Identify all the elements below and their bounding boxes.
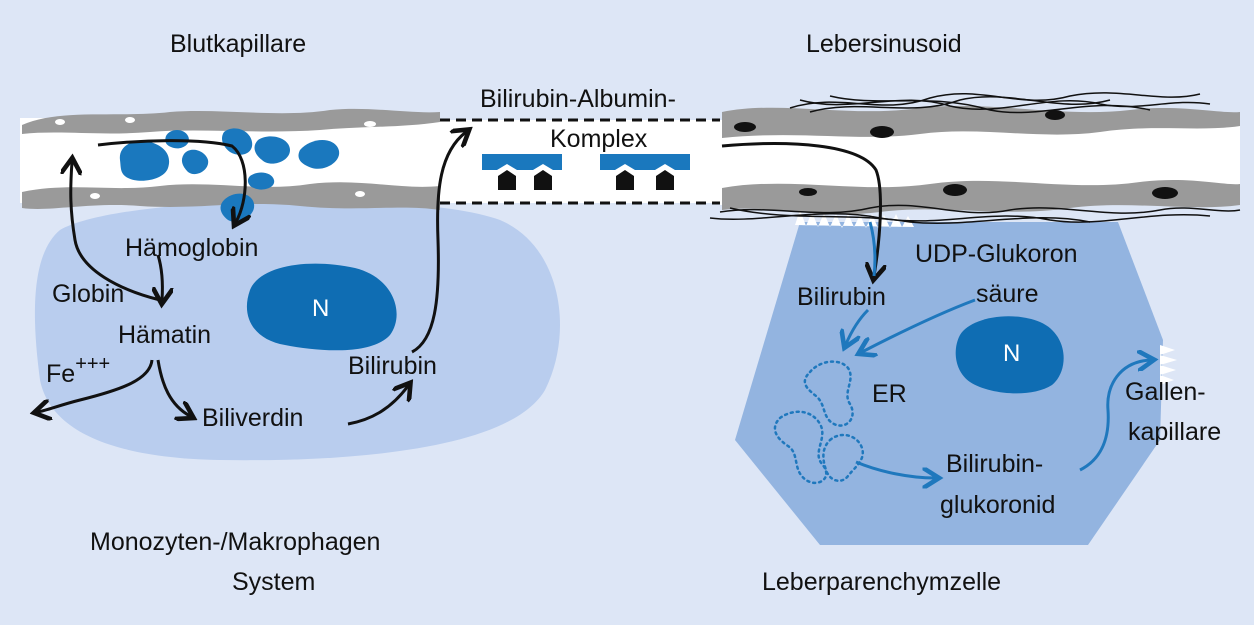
label-gallen-line1: Gallen- (1125, 378, 1206, 406)
blue-arrows (846, 221, 1150, 478)
label-nucleus-left: N (312, 295, 329, 322)
erythrocytes (119, 128, 340, 222)
label-udp-line1: UDP-Glukoron (915, 240, 1078, 268)
label-iron-base: Fe (46, 360, 75, 388)
label-globin: Globin (52, 280, 124, 308)
sinusoid-fibres (709, 92, 1241, 225)
label-bilirubin-left: Bilirubin (348, 352, 437, 380)
endoplasmic-reticulum (773, 360, 865, 485)
label-complex-line1: Bilirubin-Albumin- (480, 85, 676, 113)
label-bilirubin-right: Bilirubin (797, 283, 886, 311)
label-iron-charge: +++ (75, 353, 110, 375)
label-glucuronide-line1: Bilirubin- (946, 450, 1043, 478)
endothelium-right (722, 105, 1240, 215)
title-liver-sinusoid: Lebersinusoid (806, 30, 962, 58)
title-blood-capillary: Blutkapillare (170, 30, 306, 58)
albumin-complex-1 (482, 154, 562, 190)
label-biliverdin: Biliverdin (202, 404, 303, 432)
label-nucleus-right: N (1003, 340, 1020, 367)
label-haematin: Hämatin (118, 321, 211, 349)
liver-parenchymal-cell (735, 222, 1163, 545)
title-macrophage-system-line2: System (232, 568, 315, 596)
label-iron: Fe+++ (46, 353, 110, 388)
label-complex-line2: Komplex (550, 125, 648, 153)
label-glucuronide-line2: glukoronid (940, 491, 1055, 519)
label-udp-line2: säure (976, 280, 1039, 308)
nucleus-right (955, 316, 1064, 394)
title-macrophage-system-line1: Monozyten-/Makrophagen (90, 528, 380, 556)
microvilli-border (795, 210, 914, 228)
label-er: ER (872, 380, 907, 408)
nucleus-left (246, 263, 397, 351)
black-arrows (38, 132, 880, 426)
bile-canaliculus-spikes (1160, 345, 1177, 385)
label-haemoglobin: Hämoglobin (125, 234, 258, 262)
title-liver-cell: Leberparenchymzelle (762, 568, 1001, 596)
albumin-complex-2 (600, 154, 690, 190)
label-gallen-line2: kapillare (1128, 418, 1221, 446)
